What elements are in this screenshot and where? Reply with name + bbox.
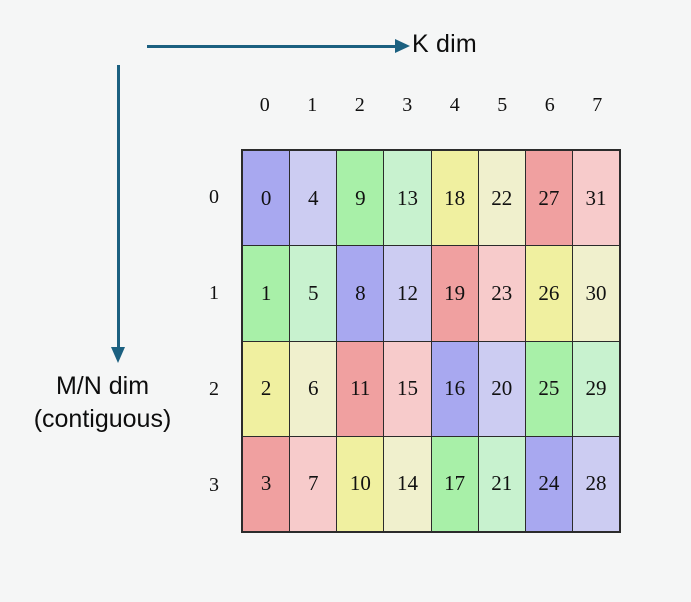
grid-cell: 12 <box>384 246 432 341</box>
grid-cell: 10 <box>337 436 385 531</box>
k-dim-arrow-line <box>147 45 397 48</box>
grid-cell: 25 <box>525 341 573 436</box>
grid-cell: 16 <box>431 341 479 436</box>
grid-cell: 21 <box>478 436 526 531</box>
k-dim-label: K dim <box>412 30 477 58</box>
table-row: 1 5 8 12 19 23 26 30 <box>243 246 619 342</box>
grid-cell: 17 <box>431 436 479 531</box>
grid-cell: 18 <box>431 151 479 246</box>
grid-cell: 26 <box>525 246 573 341</box>
row-header: 2 <box>209 377 219 400</box>
grid-cell: 24 <box>525 436 573 531</box>
grid-cell: 30 <box>572 246 619 341</box>
column-header: 2 <box>354 94 365 116</box>
grid-cell: 6 <box>290 341 338 436</box>
column-header: 1 <box>307 94 318 116</box>
column-header: 0 <box>259 94 270 116</box>
grid-cell: 20 <box>478 341 526 436</box>
grid-cell: 1 <box>243 246 291 341</box>
memory-layout-grid: 0 4 9 13 18 22 27 31 1 5 8 12 19 23 26 3… <box>241 149 621 533</box>
mn-dim-arrow-line <box>117 65 120 350</box>
column-header: 4 <box>449 94 460 116</box>
table-row: 2 6 11 15 16 20 25 29 <box>243 341 619 437</box>
grid-cell: 14 <box>384 436 432 531</box>
row-header: 3 <box>209 473 219 496</box>
column-header: 5 <box>497 94 508 116</box>
mn-dim-label-line1: M/N dim <box>55 372 150 400</box>
arrow-right-icon <box>395 39 410 53</box>
grid-cell: 2 <box>243 341 291 436</box>
arrow-down-icon <box>111 347 125 363</box>
column-header: 3 <box>402 94 413 116</box>
grid-cell: 28 <box>572 436 619 531</box>
grid-cell: 0 <box>243 151 291 246</box>
grid-cell: 7 <box>290 436 338 531</box>
grid-cell: 29 <box>572 341 619 436</box>
grid-cell: 22 <box>478 151 526 246</box>
column-header-row: 0 1 2 3 4 5 6 7 <box>241 94 621 117</box>
row-header: 1 <box>209 281 219 304</box>
grid-cell: 31 <box>572 151 619 246</box>
column-header: 7 <box>592 94 603 116</box>
row-header: 0 <box>209 185 219 208</box>
grid-cell: 13 <box>384 151 432 246</box>
table-row: 3 7 10 14 17 21 24 28 <box>243 436 619 531</box>
grid-cell: 8 <box>337 246 385 341</box>
mn-dim-label-line2: (contiguous) <box>33 405 172 433</box>
grid-cell: 23 <box>478 246 526 341</box>
mn-dim-label: M/N dim (contiguous) <box>0 370 205 436</box>
grid-cell: 4 <box>290 151 338 246</box>
grid-cell: 15 <box>384 341 432 436</box>
grid-cell: 3 <box>243 436 291 531</box>
grid-cell: 27 <box>525 151 573 246</box>
grid-cell: 11 <box>337 341 385 436</box>
table-row: 0 4 9 13 18 22 27 31 <box>243 151 619 247</box>
column-header: 6 <box>544 94 555 116</box>
grid-cell: 19 <box>431 246 479 341</box>
grid-cell: 5 <box>290 246 338 341</box>
row-header-column: 0 1 2 3 <box>196 149 232 533</box>
grid-cell: 9 <box>337 151 385 246</box>
